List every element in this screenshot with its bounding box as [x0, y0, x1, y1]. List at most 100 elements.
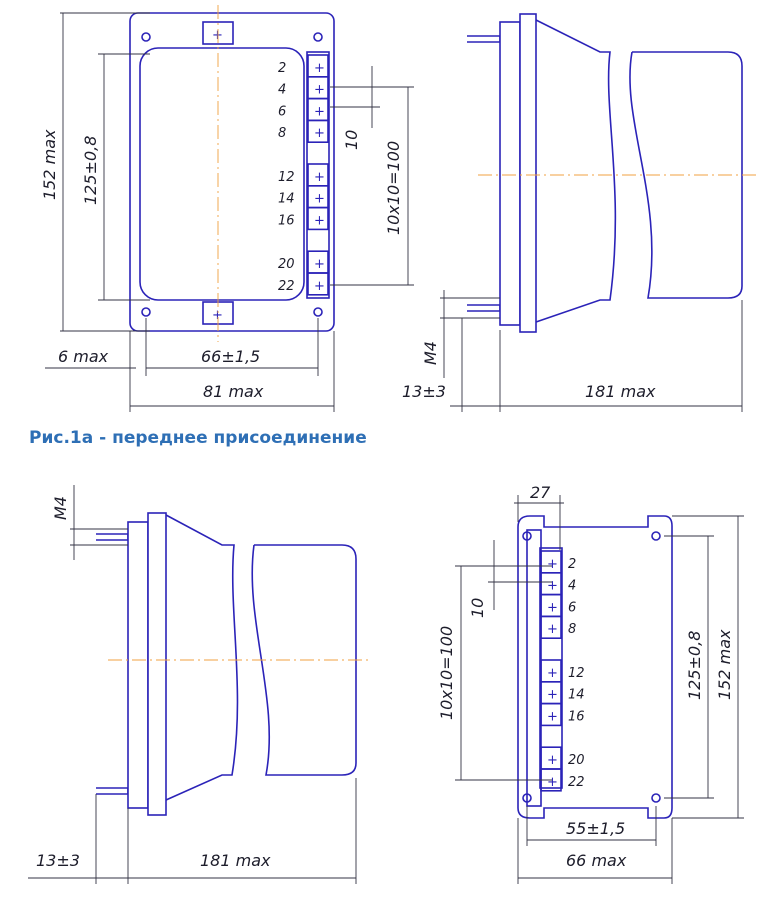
terminal-block: [306, 51, 330, 299]
lug-plus-top: +: [212, 28, 223, 43]
dim-terminal-span: 10x10=100: [437, 626, 456, 720]
rear-flange-strip: [526, 529, 542, 807]
dim-stud: 13±3: [36, 851, 80, 870]
dim-thread: M4: [421, 341, 440, 365]
mount-hole: [313, 307, 323, 317]
terminal-cell: [540, 615, 562, 640]
side-body-front: [165, 514, 239, 801]
terminal-label: 22: [568, 775, 585, 790]
dim-pitch: 10: [342, 130, 361, 150]
side-body-front: [535, 19, 617, 323]
terminal-label: 16: [278, 213, 295, 228]
dim-left-offset: 6 max: [58, 347, 109, 366]
mount-hole: [141, 32, 151, 42]
terminal-plus: +: [547, 666, 558, 681]
side-body-rear: [251, 544, 357, 776]
terminal-label: 4: [568, 579, 576, 594]
mount-hole: [651, 531, 661, 541]
terminal-plus: +: [547, 622, 558, 637]
side-view-bottom-dimensions: M4 13±3 181 max: [28, 485, 357, 884]
mount-hole: [141, 307, 151, 317]
terminal-cell: [307, 206, 329, 231]
top-lug: [202, 21, 234, 45]
terminal-label: 6: [278, 104, 286, 119]
rear-flange: [517, 515, 673, 819]
mount-hole: [522, 531, 532, 541]
terminal-plus: +: [547, 579, 558, 594]
terminal-plus: +: [314, 257, 325, 272]
dim-hole-spacing: 66±1,5: [201, 347, 260, 366]
stud-top: [467, 35, 501, 43]
terminal-plus: +: [314, 126, 325, 141]
dim-stud: 13±3: [402, 382, 446, 401]
terminal-cell: [307, 119, 329, 144]
terminal-label: 14: [278, 192, 295, 207]
dim-terminal-span: 10x10=100: [384, 141, 403, 235]
dim-pitch: 10: [468, 598, 487, 618]
dim-height: 152 max: [40, 129, 59, 200]
figure-caption: Рис.1а - переднее присоединение: [29, 428, 367, 448]
terminal-label: 6: [568, 600, 576, 615]
terminal-plus: +: [314, 192, 325, 207]
terminal-label: 14: [568, 688, 585, 703]
dim-mount-pitch: 125±0,8: [685, 631, 704, 700]
terminal-labels: 2 4 6 8 12 14 16 20 22: [568, 557, 585, 790]
lug-plus-bottom: +: [212, 308, 223, 323]
terminal-plus: +: [314, 213, 325, 228]
terminal-cells: + + + + + + + + +: [307, 54, 329, 296]
terminal-plus: +: [314, 61, 325, 76]
side-view-bottom: [96, 512, 372, 816]
front-flange: [129, 12, 335, 332]
terminal-label: 2: [278, 61, 286, 76]
side-body-rear: [629, 51, 743, 299]
dim-depth: 181 max: [585, 382, 656, 401]
dim-depth: 181 max: [200, 851, 271, 870]
terminal-label: 12: [278, 170, 295, 185]
terminal-plus: +: [314, 170, 325, 185]
terminal-label: 4: [278, 83, 286, 98]
terminal-plus: +: [314, 83, 325, 98]
stud-bottom: [96, 787, 129, 795]
mount-hole: [313, 32, 323, 42]
terminal-label: 20: [568, 753, 585, 768]
terminal-cell: [307, 272, 329, 296]
terminal-label: 16: [568, 709, 585, 724]
terminal-plus: +: [314, 279, 325, 294]
mount-hole: [522, 793, 532, 803]
mount-hole: [651, 793, 661, 803]
stud-top: [96, 533, 129, 541]
front-cover: [139, 47, 305, 301]
terminal-label: 2: [568, 557, 576, 572]
rear-view-dimensions: 27 10 10x10=100 125±0,8 152 max 55±1,5 6…: [437, 483, 744, 884]
terminal-plus: +: [547, 709, 558, 724]
front-view-top: + + + + + + + + + + + 2 4 6 8 12 14 16 20 22: [129, 5, 335, 342]
terminal-labels: 2 4 6 8 12 14 16 20 22: [278, 61, 295, 294]
terminal-label: 20: [278, 257, 295, 272]
terminal-plus: +: [314, 104, 325, 119]
terminal-label: 8: [278, 126, 286, 141]
dim-width: 66 max: [566, 851, 627, 870]
side-flange-right: [519, 13, 537, 333]
dim-mount-pitch: 125±0,8: [81, 136, 100, 205]
side-flange-right: [147, 512, 167, 816]
terminal-label: 12: [568, 666, 585, 681]
terminal-block: [539, 547, 563, 789]
side-view-top: [467, 13, 760, 333]
dim-height: 152 max: [715, 629, 734, 700]
terminal-plus: +: [547, 753, 558, 768]
side-flange-left: [127, 521, 149, 809]
terminal-label: 8: [568, 622, 576, 637]
dim-offset: 27: [530, 483, 551, 502]
terminal-cell: [540, 702, 562, 727]
side-view-top-dimensions: M4 13±3 181 max: [402, 290, 743, 412]
dim-thread: M4: [51, 496, 70, 520]
terminal-label: 22: [278, 279, 295, 294]
stud-bottom: [467, 304, 501, 312]
terminal-plus: +: [547, 688, 558, 703]
terminal-plus: +: [547, 600, 558, 615]
side-flange-left: [499, 21, 521, 326]
terminal-plus: +: [547, 775, 558, 790]
